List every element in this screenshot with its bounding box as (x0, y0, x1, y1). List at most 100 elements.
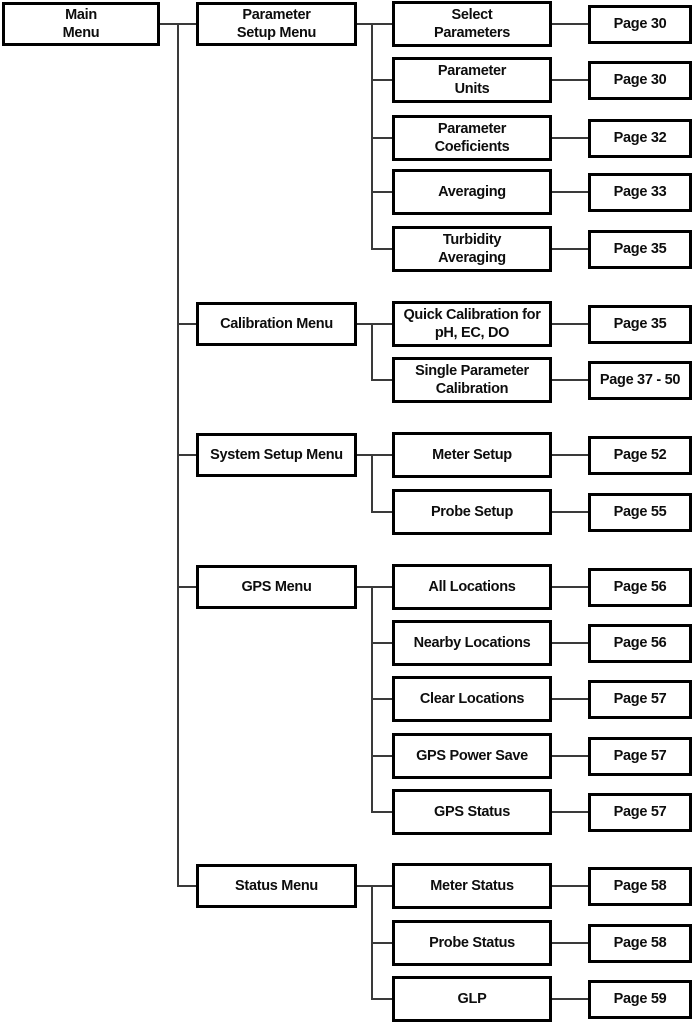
node-glp: GLP (392, 976, 552, 1022)
connector-line (357, 23, 392, 25)
connector-line (371, 79, 392, 81)
connector-line (552, 248, 588, 250)
box-label-line: Probe Status (429, 934, 515, 951)
box-label-line: Quick Calibration for (403, 306, 541, 323)
box-label-line: Select (451, 6, 493, 23)
node-page-55: Page 55 (588, 493, 692, 532)
box-label-line: Page 59 (613, 991, 667, 1008)
connector-line (552, 454, 588, 456)
node-page-58: Page 58 (588, 867, 692, 906)
box-label-line: Parameter (437, 120, 507, 137)
box-label-line: GPS Menu (241, 578, 312, 595)
box-label-line: Parameter (437, 62, 507, 79)
connector-line (371, 698, 392, 700)
box-label-line: Averaging (438, 250, 506, 266)
connector-line (357, 323, 392, 325)
box-label-line: Status Menu (235, 877, 318, 894)
node-system-setup-menu: System Setup Menu (196, 433, 357, 477)
connector-line (371, 755, 392, 757)
node-status-menu: Status Menu (196, 864, 357, 908)
connector-line (552, 323, 588, 325)
node-page-30: Page 30 (588, 5, 692, 44)
connector-line (177, 454, 196, 456)
connector-line (552, 191, 588, 193)
connector-line (552, 755, 588, 757)
connector-line (371, 454, 373, 513)
box-label-line: Setup Menu (236, 25, 317, 41)
node-page-56: Page 56 (588, 568, 692, 607)
connector-line (552, 23, 588, 25)
connector-line (371, 248, 392, 250)
node-page-52: Page 52 (588, 436, 692, 475)
node-page-57: Page 57 (588, 793, 692, 832)
connector-line (357, 586, 392, 588)
connector-line (371, 811, 392, 813)
connector-line (552, 79, 588, 81)
node-clear-locations: Clear Locations (392, 676, 552, 722)
connector-line (552, 137, 588, 139)
node-page-56: Page 56 (588, 624, 692, 663)
connector-line (371, 511, 392, 513)
node-page-35: Page 35 (588, 305, 692, 344)
box-label-line: Page 57 (613, 748, 667, 765)
box-label-line: Clear Locations (419, 690, 525, 707)
connector-line (552, 642, 588, 644)
connector-line (371, 942, 392, 944)
connector-line (552, 811, 588, 813)
node-page-32: Page 32 (588, 119, 692, 158)
connector-line (552, 885, 588, 887)
connector-line (371, 379, 392, 381)
node-page-57: Page 57 (588, 680, 692, 719)
box-label-line: Units (454, 81, 490, 97)
box-label-line: Coeficients (434, 139, 510, 155)
node-page-57: Page 57 (588, 737, 692, 776)
box-label-line: Main (65, 6, 97, 23)
connector-line (371, 137, 392, 139)
node-page-58: Page 58 (588, 924, 692, 963)
connector-line (371, 642, 392, 644)
box-label-line: System Setup Menu (210, 446, 343, 463)
node-gps-menu: GPS Menu (196, 565, 357, 609)
box-label-line: Page 56 (613, 579, 667, 596)
box-label-line: Nearby Locations (413, 634, 531, 651)
connector-line (552, 511, 588, 513)
connector-line (177, 885, 196, 887)
connector-line (552, 942, 588, 944)
box-label-line: Page 32 (613, 130, 667, 147)
node-gps-status: GPS Status (392, 789, 552, 835)
box-label-line: Meter Status (430, 877, 514, 894)
box-label-line: Page 30 (613, 72, 667, 89)
box-label-line: Turbidity (442, 231, 502, 248)
box-label-line: Page 30 (613, 16, 667, 33)
box-label-line: Single Parameter (415, 362, 529, 379)
box-label-line: Calibration Menu (220, 315, 333, 332)
node-page-35: Page 35 (588, 230, 692, 269)
node-all-locations: All Locations (392, 564, 552, 610)
connector-line (371, 23, 373, 250)
node-page-30: Page 30 (588, 61, 692, 100)
connector-line (357, 885, 392, 887)
box-label-line: All Locations (428, 578, 516, 595)
node-gps-power-save: GPS Power Save (392, 733, 552, 779)
node-meter-status: Meter Status (392, 863, 552, 909)
connector-line (552, 586, 588, 588)
box-label-line: Calibration (435, 381, 509, 397)
connector-line (177, 586, 196, 588)
connector-line (552, 998, 588, 1000)
node-calibration-menu: Calibration Menu (196, 302, 357, 346)
box-label-line: Parameter (242, 6, 311, 23)
connector-line (371, 323, 373, 381)
box-label-line: Menu (62, 25, 100, 41)
box-label-line: Page 52 (613, 447, 667, 464)
box-label-line: Page 57 (613, 804, 667, 821)
node-page-33: Page 33 (588, 173, 692, 212)
box-label-line: Averaging (438, 183, 506, 200)
box-label-line: GLP (457, 990, 487, 1007)
